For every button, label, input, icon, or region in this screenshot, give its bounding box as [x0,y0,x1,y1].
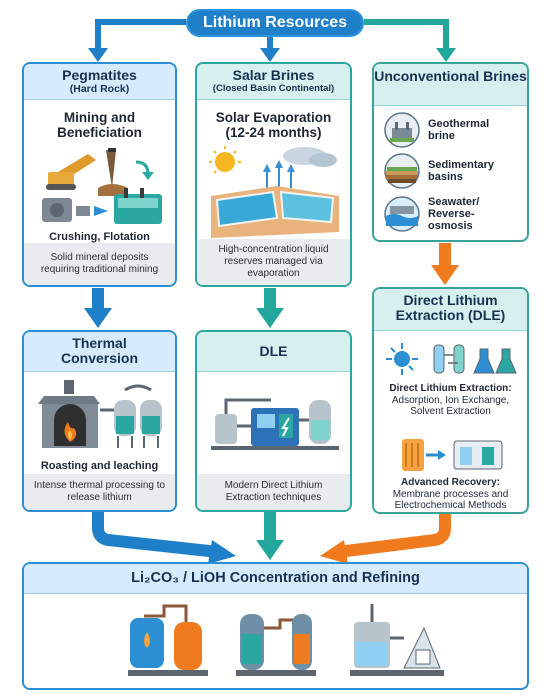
dle-middle-title: DLE [259,343,288,359]
refining-equipment-icon [128,604,444,676]
seawater-icon [384,196,420,232]
converge-arrows [92,510,451,564]
refining-title: Li₂CO₃ / LiOH Concentration and Refining [131,570,420,586]
refining-header: Li₂CO₃ / LiOH Concentration and Refining [24,564,527,594]
pegmatites-title: Pegmatites [62,67,137,83]
geothermal-item: Geothermal brine [384,112,508,148]
salar-title: Salar Brines [232,67,315,83]
evaporation-title: Solar Evaporation (12-24 months) [215,110,332,140]
pegmatites-description: Solid mineral deposits requiring traditi… [24,243,175,285]
seawater-item: Seawater/ Reverse-osmosis [384,196,508,232]
dle-middle-description: Modern Direct Lithium Extraction techniq… [197,474,350,510]
dle-right-header: Direct Lithium Extraction (DLE) [374,289,527,331]
geothermal-icon [384,112,420,148]
sedimentary-icon [384,153,420,189]
dle-right-card: Direct Lithium Extraction (DLE) Direct L… [372,287,529,514]
advanced-recovery-text: Advanced Recovery: Membrane processes an… [378,477,523,512]
sedimentary-label: Sedimentary basins [428,159,495,183]
sedimentary-item: Sedimentary basins [384,153,508,189]
thermal-header: Thermal Conversion [24,332,175,372]
dle-plant-icon [211,398,339,450]
dle-methods-list: Adsorption, Ion Exchange, Solvent Extrac… [391,394,510,418]
unconventional-title: Unconventional Brines [374,68,527,84]
refining-card: Li₂CO₃ / LiOH Concentration and Refining [22,562,529,690]
mining-equipment-icon [42,148,162,224]
dle-right-title: Direct Lithium Extraction (DLE) [395,292,506,323]
salar-header: Salar Brines (Closed Basin Continental) [197,64,350,100]
dle-methods-heading: Direct Lithium Extraction: [389,383,512,394]
unconventional-header: Unconventional Brines [374,64,527,106]
lithium-resources-header: Lithium Resources [186,9,364,37]
salar-subtitle: (Closed Basin Continental) [212,83,335,94]
dle-middle-card: DLE Modern Direct Lithium Extraction tec… [195,330,352,512]
advanced-recovery-icon [402,439,503,471]
salar-brines-card: Salar Brines (Closed Basin Continental) … [195,62,352,287]
thermal-title: Thermal Conversion [60,335,138,366]
dle-middle-header: DLE [197,332,350,372]
evaporation-pond-icon [209,146,339,238]
thermal-caption: Roasting and leaching [40,460,159,472]
advanced-recovery-heading: Advanced Recovery: [401,477,500,488]
pegmatites-card: Pegmatites (Hard Rock) Mining and Benefi… [22,62,177,287]
pegmatites-subtitle: (Hard Rock) [69,83,130,95]
thermal-conversion-card: Thermal Conversion Roasting and leaching… [22,330,177,512]
mining-caption: Crushing, Flotation [49,231,150,243]
seawater-label: Seawater/ Reverse-osmosis [428,196,480,232]
thermal-description: Intense thermal processing to release li… [24,474,175,510]
mining-process-title: Mining and Beneficiation [57,110,142,140]
dle-methods-icon [386,343,517,375]
pegmatites-header: Pegmatites (Hard Rock) [24,64,175,100]
unconventional-brines-card: Unconventional Brines Geothermal brine S… [372,62,529,242]
geothermal-label: Geothermal brine [428,118,490,142]
advanced-recovery-list: Membrane processes and Electrochemical M… [392,488,509,512]
salar-description: High-concentration liquid reserves manag… [197,239,350,285]
dle-methods-text: Direct Lithium Extraction: Adsorption, I… [378,383,523,418]
furnace-icon [38,380,162,448]
